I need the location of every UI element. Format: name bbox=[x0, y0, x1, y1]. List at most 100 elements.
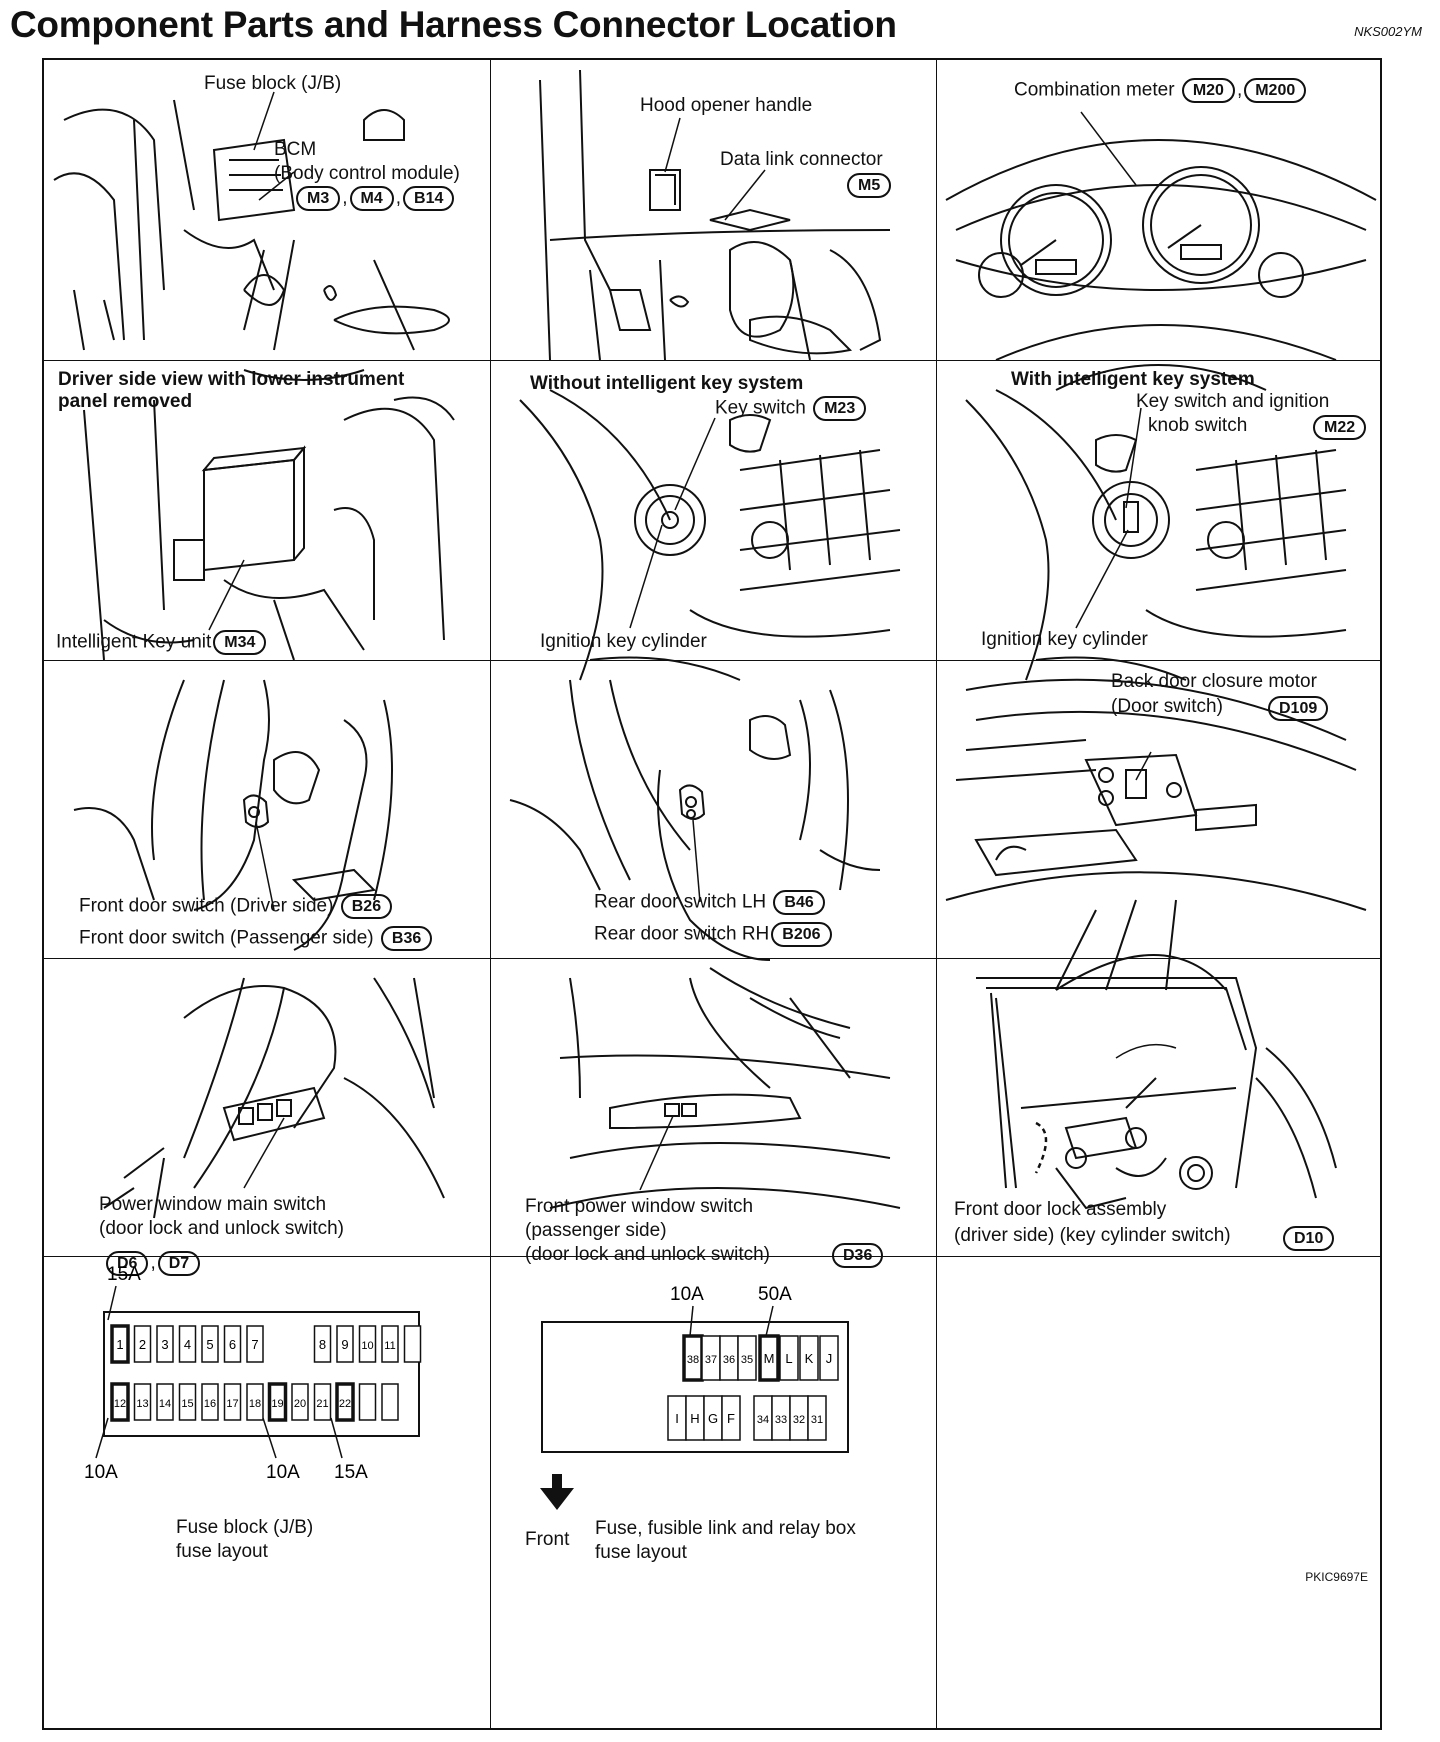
jb-fuse-slot-label: 13 bbox=[136, 1398, 148, 1410]
jb-fuse-slot-label: 22 bbox=[339, 1398, 351, 1410]
relay-fuse-slot-label: 32 bbox=[793, 1414, 805, 1426]
grid-divider bbox=[44, 660, 1380, 661]
connector-badge-m200: M200 bbox=[1244, 78, 1307, 103]
rear-door-switch-lh-label: Rear door switch LH B46 bbox=[594, 890, 827, 915]
with-key-heading: With intelligent key system bbox=[1011, 369, 1255, 390]
jb-fuse-slot-label: 4 bbox=[184, 1337, 191, 1352]
jb-fuse-layout-caption-2: fuse layout bbox=[176, 1541, 268, 1562]
data-link-connector-label: Data link connector bbox=[720, 149, 883, 170]
power-window-main-label: Power window main switch bbox=[99, 1194, 327, 1215]
relay-fuse-slot-j bbox=[819, 1335, 839, 1381]
relay-fuse-slot-label: 31 bbox=[811, 1414, 823, 1426]
jb-amp-10a-fuse-12: 10A bbox=[84, 1462, 118, 1483]
jb-fuse-slot-21 bbox=[313, 1383, 332, 1421]
rear-door-switch-rh-text: Rear door switch RH bbox=[594, 923, 770, 945]
jb-fuse-slot-3 bbox=[156, 1325, 174, 1363]
driver-side-heading-2: panel removed bbox=[58, 391, 193, 412]
front-door-switch-driver-text: Front door switch (Driver side) bbox=[79, 895, 334, 917]
relay-fuse-slot-label: J bbox=[826, 1351, 833, 1366]
power-window-main-connectors: D6,D7 bbox=[104, 1251, 202, 1276]
jb-fuse-slot-label: 10 bbox=[361, 1340, 373, 1352]
document-code: NKS002YM bbox=[1354, 24, 1422, 39]
jb-fuse-slot-label: 14 bbox=[159, 1398, 171, 1410]
jb-fuse-slot-label: 17 bbox=[226, 1398, 238, 1410]
front-door-switch-drawing bbox=[73, 679, 393, 951]
diagram-grid: Fuse block (J/B) BCM (Body control modul… bbox=[42, 58, 1382, 1730]
without-key-heading: Without intelligent key system bbox=[530, 373, 804, 394]
combination-meter-label: Combination meter M20,M200 bbox=[1014, 78, 1308, 103]
bcm-full-label: (Body control module) bbox=[274, 163, 460, 184]
jb-fuse-slot-10 bbox=[358, 1325, 377, 1363]
jb-fuse-slot-empty bbox=[403, 1325, 422, 1363]
relay-fuse-slot-label: I bbox=[675, 1411, 679, 1426]
front-power-window-label-3: (door lock and unlock switch) bbox=[525, 1244, 770, 1265]
relay-fuse-slot-31 bbox=[807, 1395, 827, 1441]
front-direction-arrow-icon bbox=[540, 1474, 574, 1510]
back-door-closure-drawing bbox=[945, 678, 1367, 991]
d36-connector: D36 bbox=[830, 1243, 885, 1268]
connector-badge-m5: M5 bbox=[847, 173, 892, 198]
jb-fuse-slot-9 bbox=[336, 1325, 354, 1363]
key-switch-drawing bbox=[519, 389, 901, 681]
relay-fuse-slot-k bbox=[799, 1335, 819, 1381]
connector-badge-m20: M20 bbox=[1181, 78, 1235, 103]
front-door-switch-driver-label: Front door switch (Driver side) B26 bbox=[79, 894, 394, 919]
relay-fuse-slot-label: 33 bbox=[775, 1414, 787, 1426]
connector-badge-b14: B14 bbox=[403, 186, 455, 211]
relay-fuse-slot-label: L bbox=[785, 1351, 792, 1366]
grid-divider bbox=[44, 958, 1380, 959]
jb-fuse-slot-label: 12 bbox=[114, 1398, 126, 1410]
knob-switch-label: knob switch bbox=[1148, 415, 1248, 436]
jb-fuse-slot-label: 2 bbox=[139, 1337, 146, 1352]
jb-fuse-slot-label: 11 bbox=[384, 1340, 395, 1352]
d109-connector: D109 bbox=[1266, 696, 1330, 721]
driver-side-heading: Driver side view with lower instrument bbox=[58, 369, 405, 390]
relay-fuse-slot-label: K bbox=[805, 1351, 814, 1366]
relay-fuse-slot-m bbox=[758, 1334, 780, 1382]
jb-fuse-slot-label: 1 bbox=[116, 1337, 123, 1352]
relay-box-caption: Fuse, fusible link and relay box bbox=[595, 1518, 856, 1539]
panel-with-intelligent-key: With intelligent key system Key switch a… bbox=[936, 360, 1382, 694]
jb-fuse-slot-11 bbox=[381, 1325, 399, 1363]
connector-badge-d10: D10 bbox=[1283, 1226, 1335, 1251]
back-door-closure-label: Back door closure motor bbox=[1111, 671, 1317, 692]
front-door-switch-passenger-text: Front door switch (Passenger side) bbox=[79, 927, 374, 949]
relay-amp-10a-fuse-38: 10A bbox=[670, 1284, 704, 1305]
jb-fuse-slot-label: 5 bbox=[206, 1337, 213, 1352]
jb-fuse-slot-8 bbox=[313, 1325, 332, 1363]
relay-fuse-slot-l bbox=[779, 1335, 799, 1381]
jb-fuse-slot-label: 3 bbox=[161, 1337, 168, 1352]
relay-fuse-slot-35 bbox=[737, 1335, 757, 1381]
panel-fuse-block: Fuse block (J/B) BCM (Body control modul… bbox=[44, 60, 490, 394]
jb-fuse-slot-15 bbox=[178, 1383, 197, 1421]
relay-amp-50a-fuse-m: 50A bbox=[758, 1284, 792, 1305]
jb-fuse-slot-12 bbox=[110, 1382, 130, 1422]
figure-code: PKIC9697E bbox=[1305, 1570, 1368, 1584]
jb-fuse-slot-20 bbox=[291, 1383, 309, 1421]
relay-fuse-slot-f bbox=[721, 1395, 741, 1441]
panel-hood-opener: Hood opener handle Data link connector M… bbox=[490, 60, 936, 394]
relay-fuse-slot-label: H bbox=[690, 1411, 699, 1426]
relay-fuse-slot-label: M bbox=[764, 1351, 775, 1366]
connector-badge-b36: B36 bbox=[380, 926, 433, 951]
relay-box-outline bbox=[541, 1321, 849, 1453]
ignition-key-cylinder-label-2: Ignition key cylinder bbox=[981, 629, 1148, 650]
panel-front-door-switch: Front door switch (Driver side) B26 Fron… bbox=[44, 660, 490, 994]
connector-badge-d6: D6 bbox=[106, 1251, 149, 1276]
rear-door-switch-drawing bbox=[509, 679, 881, 961]
connector-badge-d36: D36 bbox=[832, 1243, 884, 1268]
relay-fuse-slot-label: 38 bbox=[687, 1354, 699, 1366]
connector-badge-m34: M34 bbox=[213, 630, 267, 655]
combination-meter-text: Combination meter bbox=[1014, 79, 1175, 101]
jb-fuse-slot-empty bbox=[358, 1383, 377, 1421]
jb-fuse-slot-label: 15 bbox=[181, 1398, 193, 1410]
jb-amp-10a-fuse-19: 10A bbox=[266, 1462, 300, 1483]
jb-fuse-slot-18 bbox=[246, 1383, 264, 1421]
bcm-label: BCM bbox=[274, 139, 317, 160]
ignition-knob-drawing bbox=[965, 389, 1347, 681]
